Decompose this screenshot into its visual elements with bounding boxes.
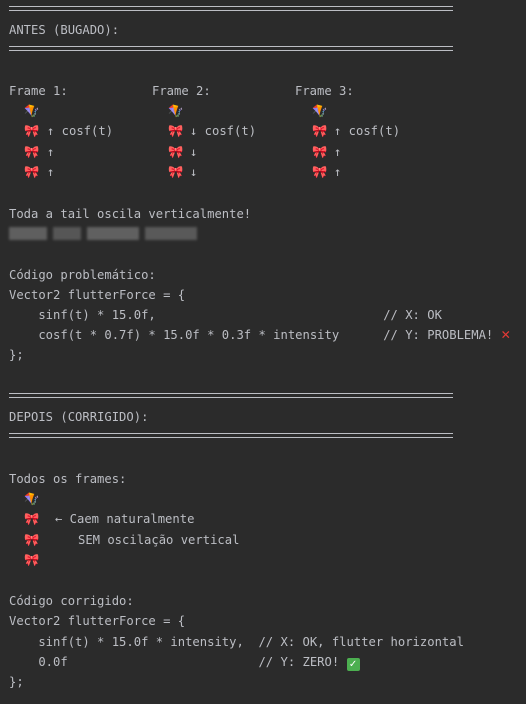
after-code-line-2: sinf(t) * 15.0f * intensity, // X: OK, f… bbox=[9, 635, 464, 649]
kite-icon: 🪁 bbox=[24, 492, 40, 506]
kite-icon: 🪁 bbox=[24, 104, 40, 118]
frame-1-title: Frame 1: bbox=[9, 84, 68, 98]
bow-icon: 🎀 bbox=[24, 553, 40, 567]
check-mark-icon: ✓ bbox=[346, 658, 360, 671]
bow-icon: 🎀 bbox=[312, 124, 328, 138]
cross-mark-icon: ✕ bbox=[500, 328, 511, 342]
after-code-line-3-text: 0.0f // Y: ZERO! bbox=[9, 655, 347, 669]
after-line-1: ← Caem naturalmente bbox=[55, 512, 195, 526]
bow-icon: 🎀 bbox=[24, 124, 40, 138]
bow-icon: 🎀 bbox=[168, 145, 184, 159]
bow-icon: 🎀 bbox=[168, 124, 184, 138]
after-code-line-4: }; bbox=[9, 675, 24, 689]
frame-3-row-3-text: ↑ bbox=[334, 165, 342, 179]
bow-icon: 🎀 bbox=[24, 145, 40, 159]
bow-icon: 🎀 bbox=[168, 165, 184, 179]
frame-3-title: Frame 3: bbox=[295, 84, 354, 98]
frame-1-row-2-text: ↑ bbox=[47, 145, 55, 159]
before-code-title: Código problemático: bbox=[9, 268, 156, 282]
before-code-line-2: sinf(t) * 15.0f, // X: OK bbox=[9, 308, 442, 322]
frame-3-row-1-text: ↑ cosf(t) bbox=[334, 124, 401, 138]
after-header: DEPOIS (CORRIGIDO): bbox=[9, 410, 149, 424]
kite-icon: 🪁 bbox=[312, 104, 328, 118]
before-note: Toda a tail oscila verticalmente! bbox=[9, 207, 252, 221]
frame-1-row-1-text: ↑ cosf(t) bbox=[47, 124, 114, 138]
before-code-line-1: Vector2 flutterForce = { bbox=[9, 288, 186, 302]
bow-icon: 🎀 bbox=[24, 512, 40, 526]
after-line-2: SEM oscilação vertical bbox=[78, 533, 240, 547]
bow-icon: 🎀 bbox=[312, 165, 328, 179]
before-code-line-4: }; bbox=[9, 348, 24, 362]
bow-icon: 🎀 bbox=[312, 145, 328, 159]
after-code-title: Código corrigido: bbox=[9, 594, 134, 608]
before-code-line-3-text: cosf(t * 0.7f) * 15.0f * 0.3f * intensit… bbox=[9, 328, 501, 342]
after-code-line-1: Vector2 flutterForce = { bbox=[9, 614, 186, 628]
after-code-line-3: 0.0f // Y: ZERO! ✓ bbox=[9, 655, 360, 671]
separator-after-top bbox=[9, 393, 453, 398]
before-header: ANTES (BUGADO): bbox=[9, 23, 120, 37]
kite-icon: 🪁 bbox=[168, 104, 184, 118]
frame-2-row-1-text: ↓ cosf(t) bbox=[190, 124, 257, 138]
frame-3-row-2-text: ↑ bbox=[334, 145, 342, 159]
frame-2-title: Frame 2: bbox=[152, 84, 211, 98]
after-frames-title: Todos os frames: bbox=[9, 472, 127, 486]
frame-2-row-2-text: ↓ bbox=[190, 145, 198, 159]
separator-after-bottom bbox=[9, 433, 453, 438]
separator-before-bottom bbox=[9, 46, 453, 51]
before-code-line-3: cosf(t * 0.7f) * 15.0f * 0.3f * intensit… bbox=[9, 328, 511, 342]
bow-icon: 🎀 bbox=[24, 533, 40, 547]
redacted-text bbox=[9, 227, 197, 240]
frame-2-row-3-text: ↓ bbox=[190, 165, 198, 179]
bow-icon: 🎀 bbox=[24, 165, 40, 179]
separator-top bbox=[9, 6, 453, 11]
frame-1-row-3-text: ↑ bbox=[47, 165, 55, 179]
